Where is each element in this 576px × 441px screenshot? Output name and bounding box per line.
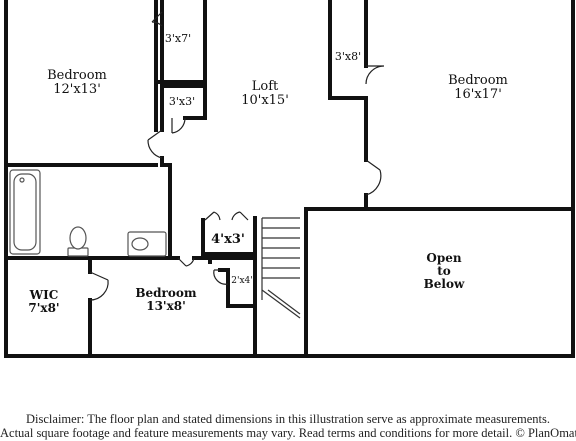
- label-open-line3: Below: [424, 277, 465, 291]
- room-labels: Bedroom 12'x13' 3'x7' 3'x3' Loft 10'x15'…: [28, 32, 507, 315]
- door-closet-top: [151, 11, 163, 27]
- label-closet-tiny: 2'x4': [231, 276, 252, 286]
- door-bedroom-left: [147, 129, 163, 159]
- label-bedroom-bottom-name: Bedroom: [135, 286, 196, 300]
- label-open-line1: Open: [426, 251, 461, 265]
- label-loft-dims: 10'x15': [241, 93, 289, 108]
- disclaimer-line-2: Actual square footage and feature measur…: [0, 426, 576, 440]
- label-linen-closet: 4'x3': [211, 232, 245, 247]
- door-closet-small: [171, 117, 186, 134]
- label-open-line2: to: [437, 264, 451, 278]
- label-bedroom-right-name: Bedroom: [448, 73, 508, 88]
- label-wic-dims: 7'x8': [28, 301, 59, 315]
- toilet-bowl: [69, 226, 87, 250]
- door-linen-left: [204, 211, 221, 221]
- label-loft-name: Loft: [252, 79, 279, 94]
- disclaimer-line-1: Disclaimer: The floor plan and stated di…: [26, 412, 550, 426]
- door-closet-right: [365, 65, 385, 85]
- doors: [89, 11, 385, 301]
- label-bedroom-left-name: Bedroom: [47, 68, 107, 83]
- door-linen-right: [231, 211, 249, 221]
- bathroom-fixtures: [9, 169, 167, 257]
- label-bedroom-left-dims: 12'x13': [53, 82, 101, 97]
- door-wic: [89, 271, 109, 301]
- label-closet-top: 3'x7': [165, 32, 191, 45]
- floor-plan: Bedroom 12'x13' 3'x7' 3'x3' Loft 10'x15'…: [4, 0, 575, 358]
- staircase: [261, 217, 301, 319]
- label-bedroom-right-dims: 16'x17': [454, 87, 502, 102]
- label-closet-small: 3'x3': [169, 95, 195, 108]
- walls: [4, 0, 575, 358]
- sink: [131, 237, 149, 251]
- door-closet-tiny: [213, 269, 229, 285]
- door-bath: [177, 257, 195, 267]
- label-bedroom-bottom-dims: 13'x8': [146, 299, 186, 313]
- label-closet-right: 3'x8': [335, 50, 361, 63]
- door-bedroom-right: [365, 159, 382, 196]
- label-wic-name: WIC: [29, 288, 59, 302]
